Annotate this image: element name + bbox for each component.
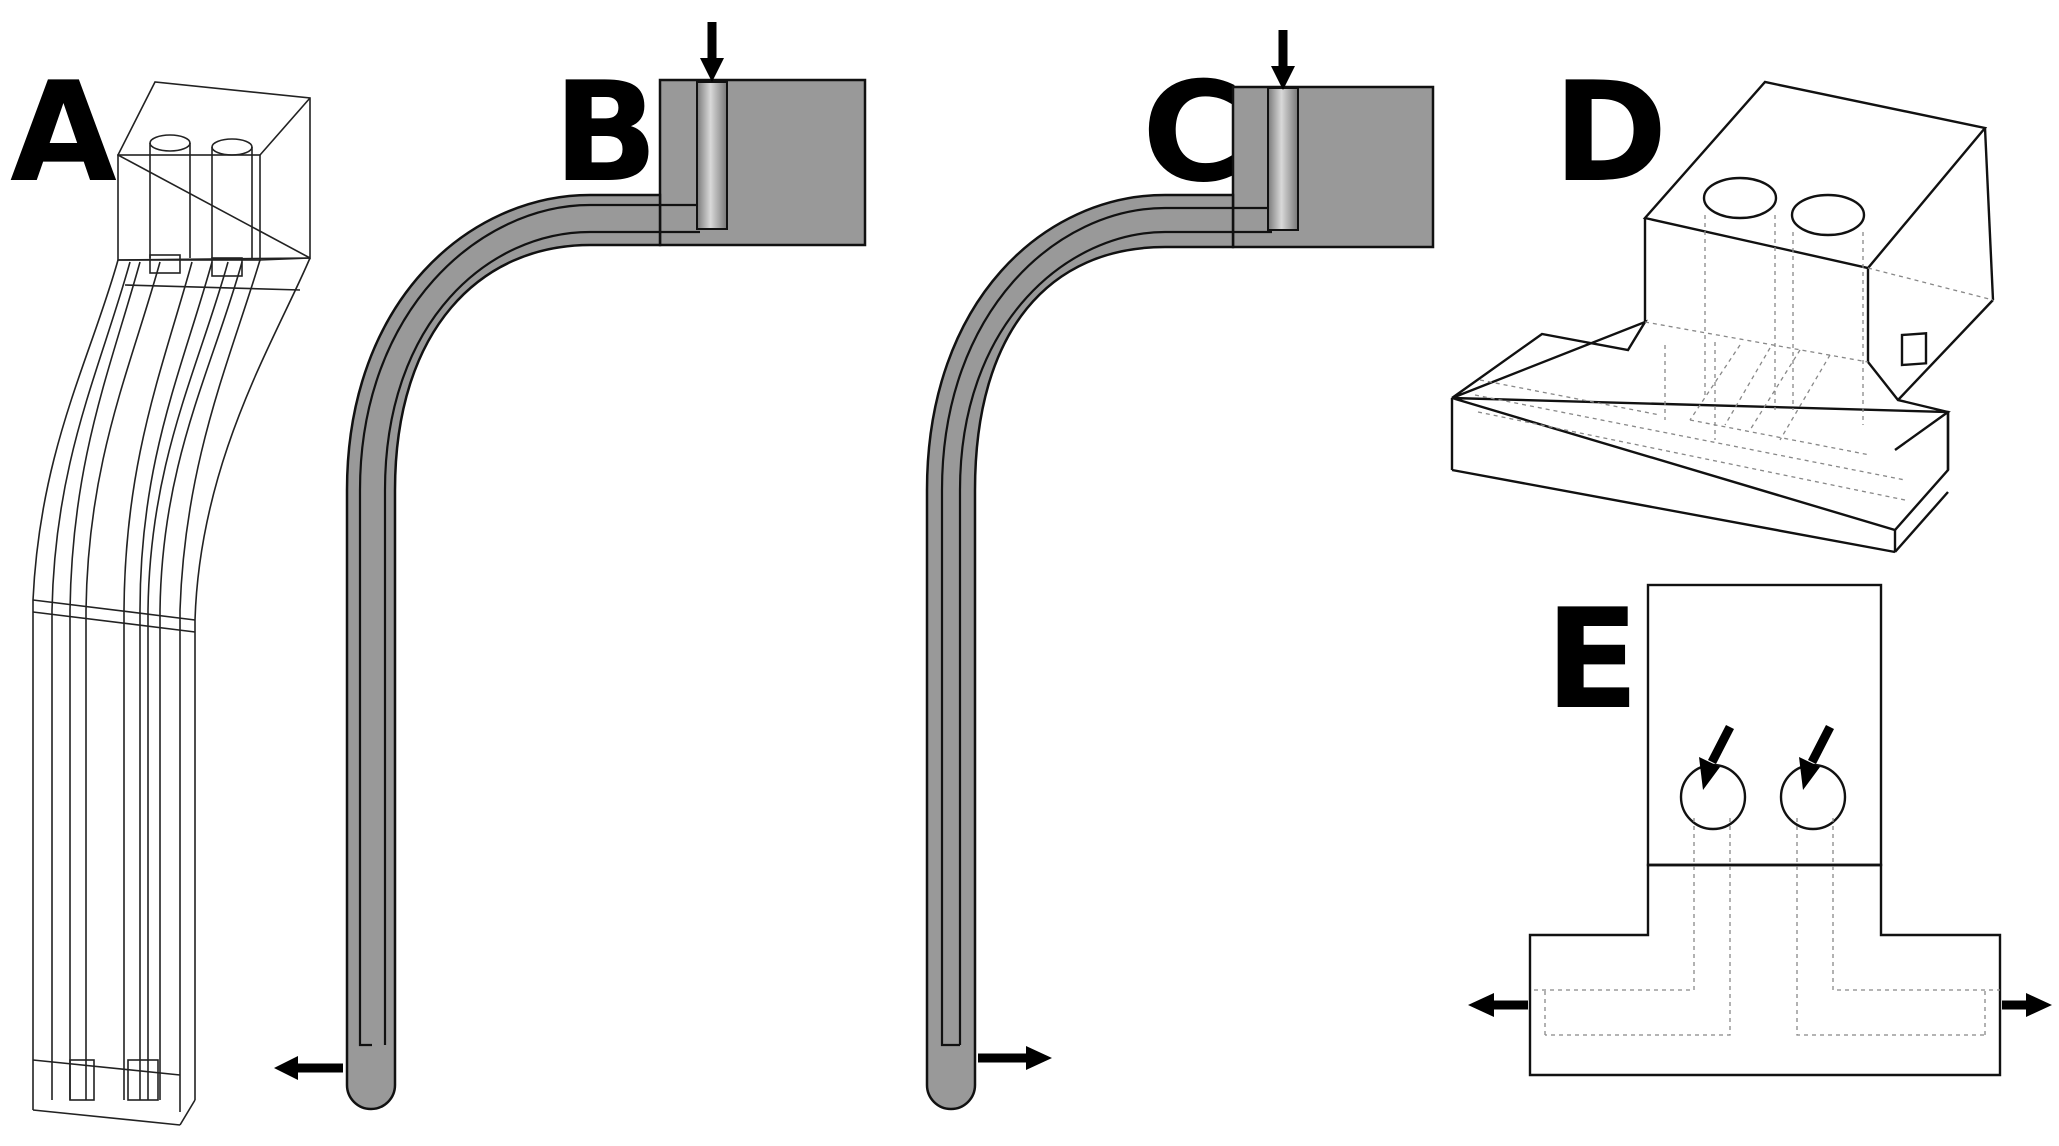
arrow-icon	[1271, 30, 1295, 90]
panel-a-label: A	[10, 52, 117, 213]
panel-b-channel-inner	[383, 230, 700, 1045]
arrow-icon	[2002, 993, 2052, 1017]
panel-d-inlet-hole	[1790, 193, 1866, 237]
panel-b-inlet-tube	[696, 81, 728, 230]
arrow-icon	[978, 1046, 1052, 1070]
panel-c: C	[925, 30, 1435, 1111]
panel-a-wireframe-device	[32, 81, 311, 1126]
panel-b-channel-outer	[358, 203, 700, 1047]
panel-c-channel-inner	[958, 230, 1272, 1045]
arrow-icon	[274, 1056, 343, 1080]
panel-e: E	[1468, 579, 2052, 1077]
panel-d-inlet-hole	[1702, 176, 1778, 220]
panel-c-block	[1231, 85, 1435, 249]
arrow-icon	[1799, 724, 1835, 790]
panel-b-arm	[345, 193, 662, 1111]
panel-e-label: E	[1545, 579, 1639, 740]
panel-b-solid-cross-section	[345, 78, 867, 1111]
panel-b-block	[658, 78, 867, 247]
panel-c-inlet-tube	[1267, 87, 1299, 231]
panel-d: D	[1450, 52, 1995, 554]
panel-d-isometric-device	[1450, 80, 1995, 554]
panel-c-arm	[925, 193, 1235, 1111]
panel-b-label: B	[553, 52, 658, 213]
panel-a: A	[10, 52, 311, 1126]
panel-c-channel-outer	[940, 206, 1272, 1047]
panel-c-label: C	[1142, 52, 1243, 213]
panel-c-solid-cross-section	[925, 85, 1435, 1111]
panel-d-label: D	[1553, 52, 1668, 213]
panel-e-upper-block	[1646, 583, 1883, 867]
panel-e-top-view	[1528, 583, 2002, 1077]
panel-b: B	[274, 22, 867, 1111]
arrow-icon	[1699, 724, 1735, 790]
arrow-icon	[700, 22, 724, 82]
panel-e-base-bar	[1528, 863, 2002, 1077]
arrow-icon	[1468, 993, 1528, 1017]
